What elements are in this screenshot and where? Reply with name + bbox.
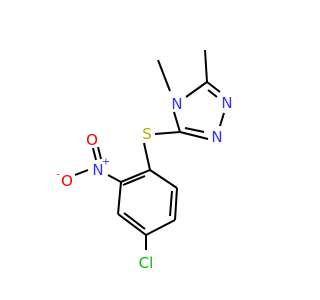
bond-c3-c4-inner <box>123 212 146 230</box>
atom-n2: N <box>211 128 222 146</box>
bond-n4-methyl <box>157 59 171 92</box>
atom-n1: N <box>221 94 232 112</box>
molecule-structure-diagram: N N N S N + O - O Cl <box>56 49 233 272</box>
bond-n-nitro-o-double-b <box>97 146 102 160</box>
bond-c6-c1 <box>149 169 178 189</box>
atom-o-double: O <box>86 131 98 149</box>
bond-c5-n1-inner <box>207 89 218 98</box>
atom-o-minus: O <box>61 172 73 190</box>
bond-c4-c5 <box>145 219 176 236</box>
bond-c1-c2 <box>120 169 151 183</box>
bond-n1-n2 <box>219 112 225 127</box>
bond-c3-n4 <box>173 111 181 133</box>
bond-c5-c6-inner <box>169 190 173 217</box>
bond-n2-c3 <box>179 131 209 140</box>
charge-minus: - <box>56 170 60 181</box>
charge-plus: + <box>102 157 110 168</box>
bond-c3-s <box>154 131 181 135</box>
atom-labels: N N N S N + O - O Cl <box>56 94 232 272</box>
bond-n-nitro-o-minus <box>74 169 89 176</box>
bond-n-nitro-o-double-a <box>92 147 97 161</box>
bond-s-c1 <box>143 142 151 171</box>
bond-c5-c6 <box>174 187 178 221</box>
bonds <box>74 49 225 250</box>
bond-c3-c4 <box>117 213 147 236</box>
atom-s: S <box>142 125 152 143</box>
atom-n4: N <box>171 95 182 113</box>
bond-c5-n1 <box>206 81 221 93</box>
bond-c1-c2-inner <box>122 175 146 186</box>
bond-c2-n-nitro <box>107 174 122 183</box>
bond-c2-c3 <box>117 181 122 215</box>
atom-cl: Cl <box>139 254 154 272</box>
bond-n4-c5 <box>185 81 208 98</box>
atom-n-nitro: N <box>92 161 103 179</box>
bond-n2-c3-inner <box>184 127 205 133</box>
bond-c5-methyl <box>204 49 208 83</box>
